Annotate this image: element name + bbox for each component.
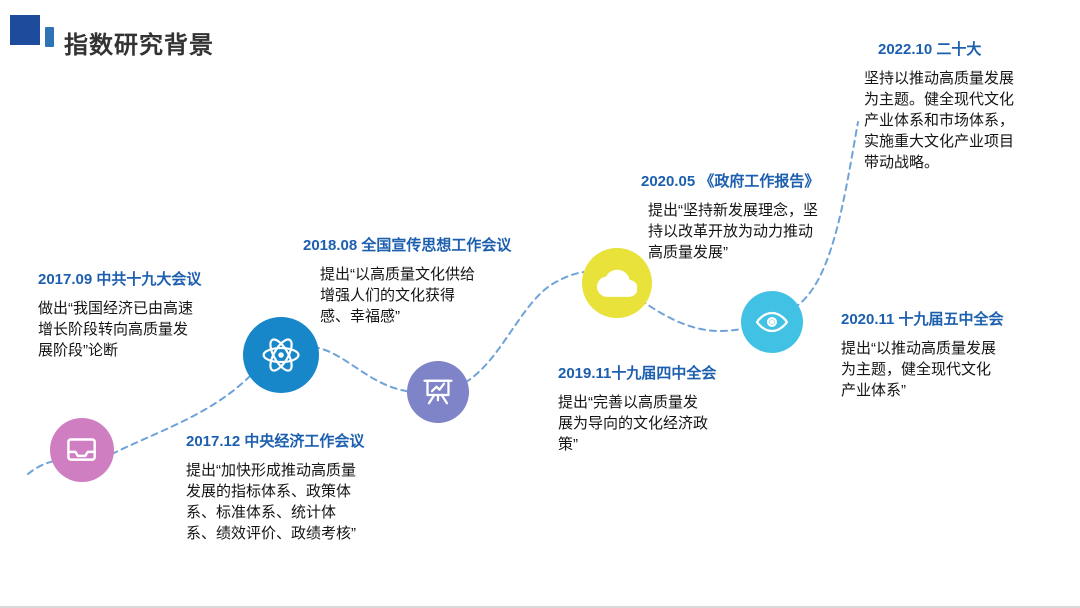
event-title: 2017.12 中央经济工作会议 [186, 433, 365, 450]
timeline-event: 2020.11 十九届五中全会 提出“以推动高质量发展为主题，健全现代文化产业体… [841, 308, 1005, 401]
timeline-node-2020-11 [741, 291, 803, 353]
timeline-node-2018-08 [407, 361, 469, 423]
timeline-node-2017-12 [243, 317, 319, 393]
event-title: 2022.10 二十大 [878, 41, 982, 58]
event-body: 提出“加快形成推动高质量发展的指标体系、政策体系、标准体系、统计体系、绩效评价、… [186, 462, 356, 542]
inbox-icon [67, 438, 97, 462]
timeline-event: 2022.10 二十大 坚持以推动高质量发展为主题。健全现代文化产业体系和市场体… [864, 38, 1024, 173]
event-body: 提出“以高质量文化供给增强人们的文化获得感、幸福感” [320, 266, 475, 325]
timeline-node-2017-09 [50, 418, 114, 482]
timeline-event: 2019.11十九届四中全会 提出“完善以高质量发展为导向的文化经济政策” [558, 362, 716, 455]
eye-icon [755, 311, 789, 333]
event-title: 2019.11十九届四中全会 [558, 365, 717, 382]
event-title: 2020.05 《政府工作报告》 [641, 173, 820, 190]
cloud-icon [596, 269, 638, 297]
event-body: 提出“完善以高质量发展为导向的文化经济政策” [558, 394, 709, 453]
event-body: 提出“以推动高质量发展为主题，健全现代文化产业体系” [841, 340, 996, 399]
event-title: 2018.08 全国宣传思想工作会议 [303, 237, 512, 254]
event-body: 坚持以推动高质量发展为主题。健全现代文化产业体系和市场体系，实施重大文化产业项目… [864, 70, 1015, 171]
timeline-event: 2017.12 中央经济工作会议 提出“加快形成推动高质量发展的指标体系、政策体… [186, 430, 364, 544]
event-body: 做出“我国经济已由高速增长阶段转向高质量发展阶段”论断 [38, 300, 193, 359]
accent-square [10, 15, 40, 45]
accent-bar [45, 27, 54, 47]
atom-icon [262, 338, 300, 372]
timeline-event: 2017.09 中共十九大会议 做出“我国经济已由高速增长阶段转向高质量发展阶段… [38, 268, 201, 361]
event-title: 2020.11 十九届五中全会 [841, 311, 1004, 328]
event-title: 2017.09 中共十九大会议 [38, 271, 202, 288]
easel-icon [423, 379, 453, 405]
event-body: 提出“坚持新发展理念，坚持以改革开放为动力推动高质量发展” [648, 202, 818, 261]
timeline-event: 2018.08 全国宣传思想工作会议 提出“以高质量文化供给增强人们的文化获得感… [303, 234, 511, 327]
page-title: 指数研究背景 [64, 32, 214, 59]
timeline-event: 2020.05 《政府工作报告》 提出“坚持新发展理念，坚持以改革开放为动力推动… [641, 170, 819, 263]
